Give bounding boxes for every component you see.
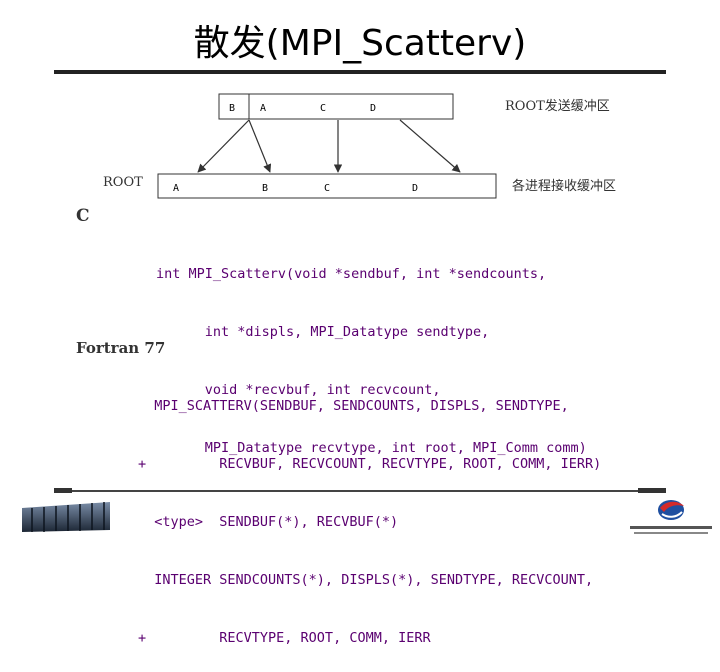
recv-buffer-box — [157, 173, 497, 199]
fortran-code-block: MPI_SCATTERV(SENDBUF, SENDCOUNTS, DISPLS… — [138, 366, 601, 672]
page-title: 散发(MPI_Scatterv) — [193, 23, 527, 64]
send-cell-1: B — [229, 103, 235, 114]
send-buffer-box — [218, 93, 454, 120]
fortran-code-line: <type> SENDBUF(*), RECVBUF(*) — [138, 514, 399, 530]
c-code-line: int MPI_Scatterv(void *sendbuf, int *sen… — [156, 266, 547, 282]
recv-buffer-label: 各进程接收缓冲区 — [512, 178, 616, 194]
send-cell-3: C — [320, 103, 326, 114]
fortran-language-label: Fortran 77 — [76, 339, 166, 357]
root-label: ROOT — [103, 175, 143, 190]
title-divider — [54, 70, 666, 74]
recv-cell-1: A — [173, 183, 179, 194]
arrow-to-d — [399, 119, 461, 173]
fortran-code-line: INTEGER SENDCOUNTS(*), DISPLS(*), SENDTY… — [138, 572, 594, 588]
fortran-code-line: + RECVTYPE, ROOT, COMM, IERR — [138, 630, 431, 646]
fortran-code-line: + RECVBUF, RECVCOUNT, RECVTYPE, ROOT, CO… — [138, 456, 602, 472]
footer-divider — [54, 490, 666, 492]
fortran-code-line: MPI_SCATTERV(SENDBUF, SENDCOUNTS, DISPLS… — [138, 398, 569, 414]
arrow-to-a — [197, 119, 250, 173]
server-rack-logo — [22, 502, 110, 532]
scatterv-diagram: B A C D ROOT发送缓冲区 A B C D ROOT 各进程接收缓冲区 — [103, 93, 616, 199]
recv-cell-3: C — [324, 183, 330, 194]
recv-cell-2: B — [262, 183, 268, 194]
c-code-line: void *recvbuf, int recvcount, — [156, 382, 441, 398]
send-cell-4: D — [370, 103, 376, 114]
send-buffer-label: ROOT发送缓冲区 — [505, 98, 610, 114]
c-code-line: int *displs, MPI_Datatype sendtype, — [156, 324, 490, 340]
c-language-label: C — [76, 206, 90, 226]
send-cell-2: A — [260, 103, 266, 114]
footer-divider-cap-right — [638, 488, 666, 493]
footer-divider-cap-left — [54, 488, 72, 493]
c-code-line: MPI_Datatype recvtype, int root, MPI_Com… — [156, 440, 587, 456]
supercomputing-center-logo — [630, 500, 712, 534]
recv-cell-4: D — [412, 183, 418, 194]
c-code-block: int MPI_Scatterv(void *sendbuf, int *sen… — [156, 234, 587, 482]
arrow-to-b — [248, 119, 272, 173]
